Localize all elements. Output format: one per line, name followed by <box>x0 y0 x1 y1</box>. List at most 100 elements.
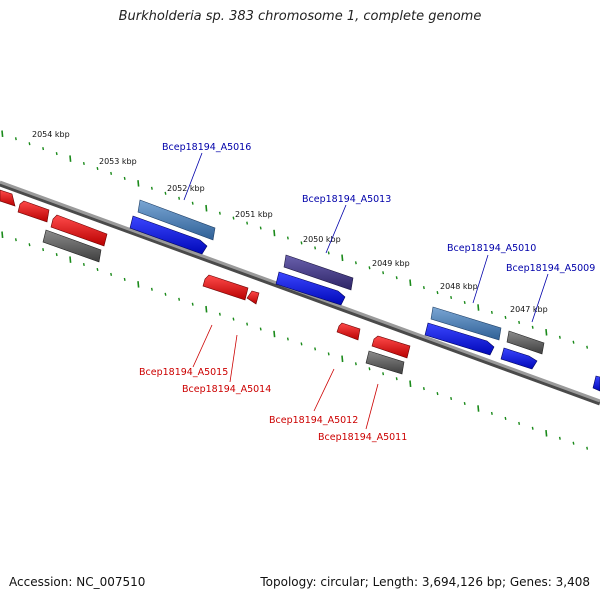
gene-arrow[interactable] <box>50 214 108 247</box>
tick-mark <box>150 287 153 291</box>
tick-mark <box>55 253 58 257</box>
kbp-label-2052: 2052 kbp <box>167 184 205 193</box>
tick-mark <box>490 411 493 415</box>
gene-arrow[interactable] <box>506 330 545 355</box>
tick-mark <box>96 267 99 272</box>
gene-arrow[interactable] <box>202 274 249 301</box>
gene-arrow[interactable] <box>371 335 411 359</box>
gene-arrow[interactable] <box>500 347 538 370</box>
kbp-label-2047: 2047 kbp <box>510 305 548 314</box>
tick-mark <box>69 155 72 162</box>
lower-tick-row <box>1 231 589 450</box>
gene-arrow[interactable] <box>275 271 346 306</box>
tick-mark <box>273 229 276 237</box>
kbp-labels: 2054 kbp 2053 kbp 2052 kbp 2051 kbp 2050… <box>32 130 548 314</box>
kbp-label-2048: 2048 kbp <box>440 282 478 291</box>
tick-mark <box>300 342 303 346</box>
kbp-label-2050: 2050 kbp <box>303 235 341 244</box>
tick-mark <box>463 401 466 406</box>
gene-arrow[interactable] <box>283 254 354 291</box>
gene-arrow[interactable] <box>430 306 502 341</box>
tick-mark <box>327 251 330 255</box>
tick-mark <box>218 211 221 215</box>
tick-mark <box>42 147 45 151</box>
tick-mark <box>368 367 371 371</box>
gene-label-A5016[interactable]: Bcep18194_A5016 <box>162 142 251 153</box>
gene-arrow[interactable] <box>365 350 405 375</box>
tick-mark <box>191 302 194 306</box>
tick-mark <box>422 387 425 391</box>
tick-mark <box>450 295 453 300</box>
kbp-label-2053: 2053 kbp <box>99 157 137 166</box>
gene-arrow[interactable] <box>592 375 600 392</box>
gene-label-A5015[interactable]: Bcep18194_A5015 <box>139 367 228 378</box>
tick-mark <box>504 416 507 420</box>
tick-mark <box>450 396 453 401</box>
gene-arrow[interactable] <box>42 229 102 263</box>
tick-mark <box>341 254 344 262</box>
genome-summary-text: Topology: circular; Length: 3,694,126 bp… <box>260 575 590 589</box>
gene-label-A5009[interactable]: Bcep18194_A5009 <box>506 263 595 274</box>
tick-mark <box>164 191 167 195</box>
tick-mark <box>409 380 412 387</box>
upper-tick-row <box>1 130 589 349</box>
tick-mark <box>123 176 126 180</box>
tick-mark <box>178 297 181 301</box>
tick-mark <box>504 315 507 319</box>
tick-mark <box>205 204 208 212</box>
tick-mark <box>382 271 385 275</box>
tick-mark <box>436 392 439 396</box>
gene-arrow[interactable] <box>0 189 16 207</box>
gene-label-A5010[interactable]: Bcep18194_A5010 <box>447 243 536 254</box>
gene-labels: Bcep18194_A5016 Bcep18194_A5013 Bcep1819… <box>139 142 595 443</box>
tick-mark <box>69 256 72 263</box>
gene-label-A5013[interactable]: Bcep18194_A5013 <box>302 194 391 205</box>
tick-mark <box>137 281 140 288</box>
gene-label-A5012[interactable]: Bcep18194_A5012 <box>269 415 358 426</box>
kbp-label-2049: 2049 kbp <box>372 259 410 268</box>
tick-mark <box>273 330 276 338</box>
tick-mark <box>259 327 262 331</box>
gene-arrow[interactable] <box>17 200 50 223</box>
tick-mark <box>395 377 398 381</box>
tick-mark <box>477 405 480 412</box>
tick-mark <box>409 279 412 286</box>
gene-arrow[interactable] <box>129 215 208 255</box>
gene-arrow[interactable] <box>336 322 361 341</box>
tick-mark <box>232 216 235 220</box>
tick-mark <box>572 441 575 445</box>
tick-mark <box>314 347 317 351</box>
tick-mark <box>55 152 58 156</box>
gene-arrow[interactable] <box>137 199 216 241</box>
tick-mark <box>436 291 439 295</box>
tick-mark <box>314 246 317 250</box>
tick-mark <box>558 436 561 440</box>
gene-arrow[interactable] <box>424 322 495 356</box>
tick-mark <box>300 241 303 245</box>
tick-mark <box>123 277 126 281</box>
tick-mark <box>150 186 153 190</box>
tick-mark <box>518 421 521 425</box>
tick-mark <box>82 262 85 267</box>
tick-mark <box>531 325 534 329</box>
map-title: Burkholderia sp. 383 chromosome 1, compl… <box>118 9 482 24</box>
accession-text: Accession: NC_007510 <box>9 575 146 589</box>
tick-mark <box>490 310 493 314</box>
tick-mark <box>28 243 31 247</box>
reverse-genes <box>0 189 411 375</box>
tick-mark <box>218 312 221 316</box>
tick-mark <box>422 286 425 290</box>
gene-label-A5014[interactable]: Bcep18194_A5014 <box>182 384 271 395</box>
tick-mark <box>259 226 262 230</box>
tick-mark <box>354 261 357 265</box>
tick-mark <box>477 304 480 311</box>
gene-arrow[interactable] <box>246 290 260 305</box>
kbp-label-2054: 2054 kbp <box>32 130 70 139</box>
label-leaders <box>183 152 549 430</box>
gene-label-A5011[interactable]: Bcep18194_A5011 <box>318 432 407 443</box>
tick-mark <box>232 317 235 321</box>
kbp-label-2051: 2051 kbp <box>235 210 273 219</box>
tick-mark <box>545 430 548 437</box>
tick-mark <box>558 335 561 339</box>
tick-mark <box>205 305 208 313</box>
